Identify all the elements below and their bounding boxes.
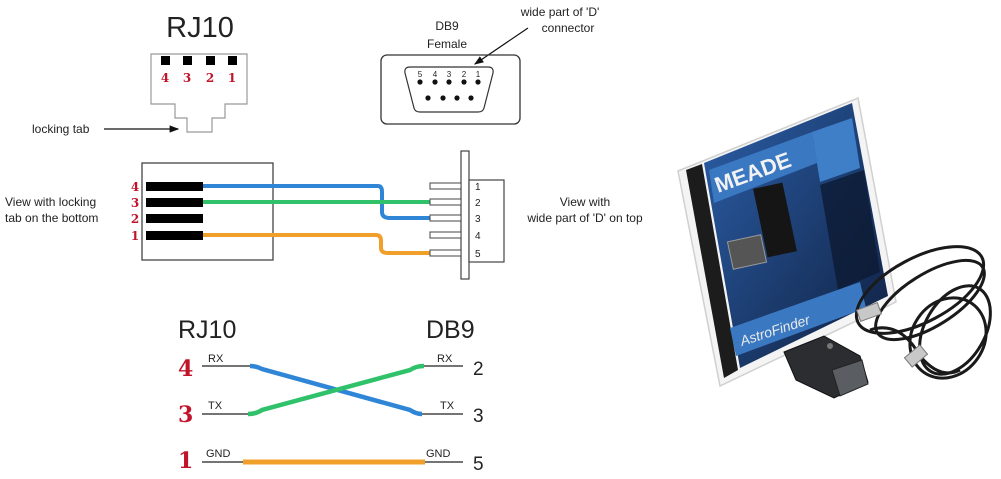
db9-side-pin: 1 <box>475 182 481 193</box>
db9-side-pin: 4 <box>475 231 481 242</box>
left-view-caption: View with locking <box>5 195 96 209</box>
schematic-right-pin: 3 <box>473 406 484 427</box>
db9-side-pin: 2 <box>475 198 481 209</box>
rj10-title: RJ10 <box>166 12 234 44</box>
db9-side-pin: 3 <box>475 214 481 225</box>
schematic-left-signal: GND <box>206 448 231 460</box>
schematic-green-wire <box>247 363 425 417</box>
wide-part-annotation: wide part of 'D' <box>520 5 600 19</box>
rj10-wire-pin: 3 <box>131 196 139 210</box>
db9-connector-face: DB9 Female wide part of 'D' connector 5 … <box>380 5 600 125</box>
rj10-outline <box>150 53 248 133</box>
schematic-left-pin: 3 <box>178 402 193 428</box>
wide-part-arrow <box>474 27 529 65</box>
db9-side-body <box>468 179 505 263</box>
orange-wire <box>203 233 430 255</box>
db9-face-pin: 5 <box>418 70 423 79</box>
db9-adapter-screw <box>827 343 833 349</box>
schematic-left-pin: 4 <box>178 356 193 382</box>
cd-case-spine <box>686 164 738 378</box>
schematic-right-pin: 2 <box>473 359 484 380</box>
pinout-schematic: RJ10 DB9 4 RX RX 2 3 TX TX 3 1 GND GND 5 <box>178 316 484 475</box>
rj10-connector-face: RJ10 4 3 2 1 locking tab <box>32 12 248 136</box>
rj10-wire-pin: 4 <box>131 180 139 194</box>
db9-face-pin: 1 <box>476 70 481 79</box>
locking-tab-label: locking tab <box>32 122 90 136</box>
cd-title-panel <box>812 118 860 182</box>
rj10-contact <box>206 56 215 65</box>
schematic-right-signal: TX <box>440 400 455 412</box>
db9-face-pin: 2 <box>462 70 467 79</box>
telescope-image <box>753 182 797 258</box>
rj10-conductor <box>146 182 203 191</box>
db9-adapter-shell <box>831 359 869 397</box>
cd-bullets-panel <box>820 170 880 290</box>
rj10-plug-body <box>141 162 274 261</box>
rj10-pin-label: 1 <box>228 71 236 85</box>
schematic-right-signal: RX <box>437 353 453 365</box>
rj10-pin-label: 4 <box>161 71 169 85</box>
schematic-left-title: RJ10 <box>178 316 236 344</box>
product-photo: MEADE AstroFinder <box>677 96 992 399</box>
schematic-left-signal: RX <box>208 353 224 365</box>
left-view-caption-2: tab on the bottom <box>5 211 98 225</box>
db9-d-outline <box>404 66 494 113</box>
db9-face-pin: 4 <box>433 70 438 79</box>
rj10-contact <box>228 56 237 65</box>
rj10-wire-pin: 2 <box>131 212 139 226</box>
db9-face-pin: 3 <box>447 70 452 79</box>
rj10-conductor <box>146 198 203 207</box>
schematic-right-title: DB9 <box>426 316 475 344</box>
db9-solder-cups <box>429 182 462 257</box>
rj10-wire-pin: 1 <box>131 229 139 243</box>
rj10-contact <box>183 56 192 65</box>
db9-side-flange <box>460 150 470 280</box>
wiring-view: View with locking tab on the bottom 4 3 … <box>5 150 643 280</box>
schematic-left-signal: TX <box>208 400 223 412</box>
schematic-right-signal: GND <box>426 448 451 460</box>
db9-shell <box>380 54 521 125</box>
rj10-pin-label: 3 <box>183 71 191 85</box>
schematic-left-pin: 1 <box>178 448 193 474</box>
rj10-contact <box>161 56 170 65</box>
cd-software-banner <box>730 282 866 356</box>
rj10-pin-label: 2 <box>206 71 214 85</box>
rj10-plug-a <box>855 301 883 323</box>
laptop-image <box>726 234 768 270</box>
db9-title: DB9 <box>435 19 459 33</box>
db9-side-pin: 5 <box>475 249 481 260</box>
rj10-conductor <box>146 214 203 223</box>
wide-part-annotation-2: connector <box>542 21 595 35</box>
right-view-caption-2: wide part of 'D' on top <box>526 211 643 225</box>
schematic-right-pin: 5 <box>473 454 484 475</box>
rj10-conductor <box>146 231 203 240</box>
right-view-caption: View with <box>560 195 610 209</box>
rj10-plug-b <box>903 344 929 368</box>
db9-subtitle: Female <box>427 37 467 51</box>
cd-brand-banner <box>709 132 817 203</box>
db9-pin-holes <box>417 79 481 101</box>
